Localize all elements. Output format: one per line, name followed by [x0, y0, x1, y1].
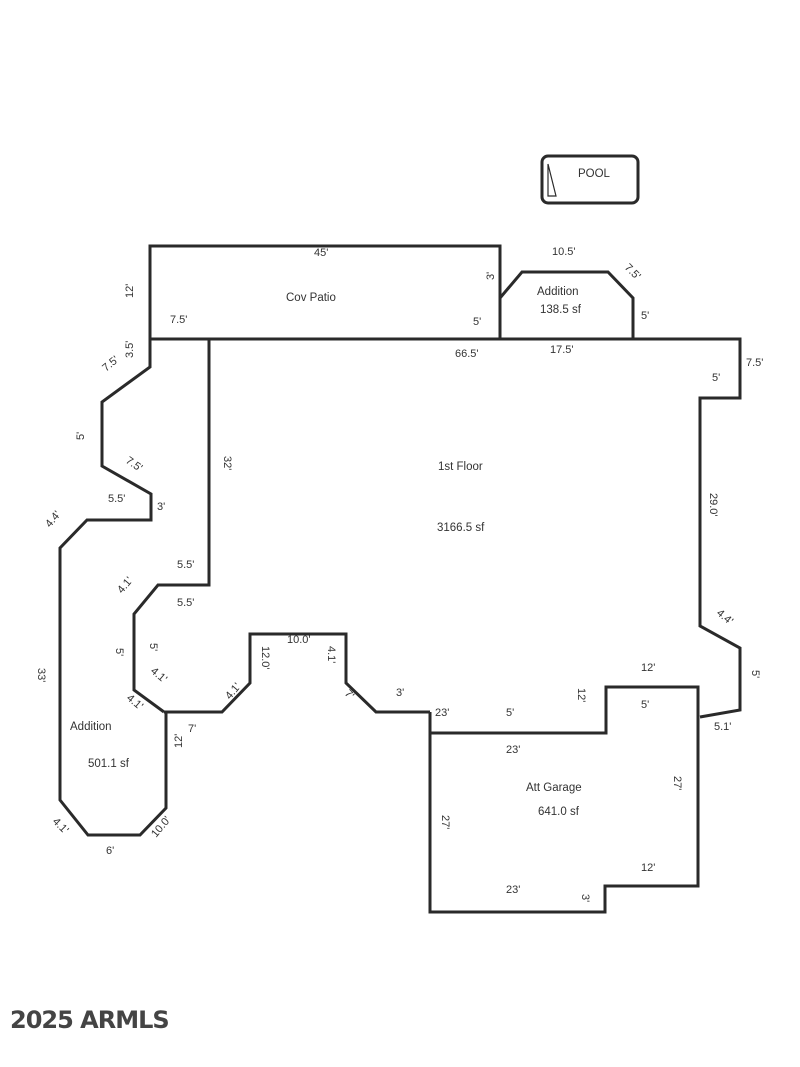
dimension-label: 12' — [575, 688, 587, 702]
dimension-label: 5.5' — [177, 559, 194, 571]
garage-outline — [428, 685, 700, 914]
dimension-label: 4.1' — [325, 646, 337, 663]
dimension-label: 7.5' — [622, 262, 643, 283]
addition-top-outline — [498, 270, 635, 339]
dimension-label: 5' — [749, 670, 761, 678]
dimension-label: 10.0' — [287, 634, 311, 646]
dimension-label: 17.5' — [550, 344, 574, 356]
dimension-label: 7.5' — [170, 314, 187, 326]
left-outer-wall — [58, 339, 168, 837]
dimension-label: 23' — [435, 707, 449, 719]
dimension-label: 5.1' — [714, 721, 731, 733]
inner-wall — [132, 339, 211, 714]
dimension-label: 45' — [314, 247, 328, 259]
dimension-label: 27' — [671, 776, 683, 790]
dimension-label: 12' — [641, 662, 655, 674]
cov-patio-label: Cov Patio — [286, 292, 336, 304]
garage-area: 641.0 sf — [538, 806, 580, 818]
cov-patio-outline — [148, 244, 502, 339]
dimension-label: 3' — [485, 272, 497, 280]
dimension-label: 12' — [641, 862, 655, 874]
dimension-label: 10.5' — [552, 246, 576, 258]
watermark-text: 2025 ARMLS — [10, 1006, 169, 1034]
dimension-label: 10.0' — [149, 814, 173, 840]
addition-left-label: Addition — [70, 721, 112, 733]
dimension-label: 5.5' — [177, 597, 194, 609]
dimension-label: 5' — [641, 310, 649, 322]
dimension-label: 4.1' — [50, 816, 71, 837]
dimension-label: 5' — [113, 648, 125, 656]
dimension-label: 66.5' — [455, 348, 479, 360]
dimension-label: 12' — [173, 734, 185, 748]
garage-label: Att Garage — [526, 782, 582, 794]
bay-notch-wall — [164, 632, 430, 714]
dimension-label: 12.0' — [259, 646, 271, 670]
first-floor-outline — [150, 337, 742, 719]
dimension-label: 7.5' — [100, 354, 121, 374]
dimension-label: 5' — [712, 372, 720, 384]
dimension-label: 4.4' — [714, 607, 735, 627]
dimension-label: 5.5' — [108, 493, 125, 505]
dimension-label: 3' — [396, 687, 404, 699]
dimension-label: 5' — [506, 707, 514, 719]
dimension-label: 27' — [439, 815, 451, 829]
first-floor-area: 3166.5 sf — [437, 522, 485, 534]
dimension-label: 23' — [506, 744, 520, 756]
pool-symbol: POOL — [540, 154, 640, 205]
dimension-label: 5' — [473, 316, 481, 328]
pool-label: POOL — [578, 168, 611, 180]
dimension-label: 5' — [147, 643, 159, 651]
dimension-label: 5' — [641, 699, 649, 711]
dimension-label: 7.5' — [123, 455, 144, 475]
dimension-label: 4.1' — [223, 681, 243, 702]
dimension-label: 4.4' — [43, 509, 63, 530]
dimension-label: 5' — [75, 432, 87, 440]
dimension-label: 7.5' — [746, 357, 763, 369]
dimension-label: 23' — [506, 884, 520, 896]
dimension-label: 6' — [106, 845, 114, 857]
dimension-label: 32' — [221, 456, 233, 470]
dimension-label: 12' — [124, 284, 136, 298]
addition-top-area: 138.5 sf — [540, 304, 582, 316]
addition-left-area: 501.1 sf — [88, 758, 130, 770]
dimension-label: 3' — [579, 894, 591, 902]
dimension-label: 4.1' — [148, 665, 169, 685]
dimension-label: 29.0' — [707, 493, 719, 517]
dimension-label: 4.1' — [115, 575, 135, 596]
dimension-label: 33' — [35, 668, 47, 682]
addition-top-label: Addition — [537, 286, 579, 298]
dimension-label: 3.5' — [124, 341, 136, 358]
dimension-labels: 45' 12' 7.5' 5' 3' 10.5' 7.5' 5' 66.5' 1… — [35, 246, 763, 902]
dimension-label: 7' — [188, 723, 196, 735]
dimension-label: 3' — [157, 501, 165, 513]
first-floor-label: 1st Floor — [438, 461, 483, 473]
